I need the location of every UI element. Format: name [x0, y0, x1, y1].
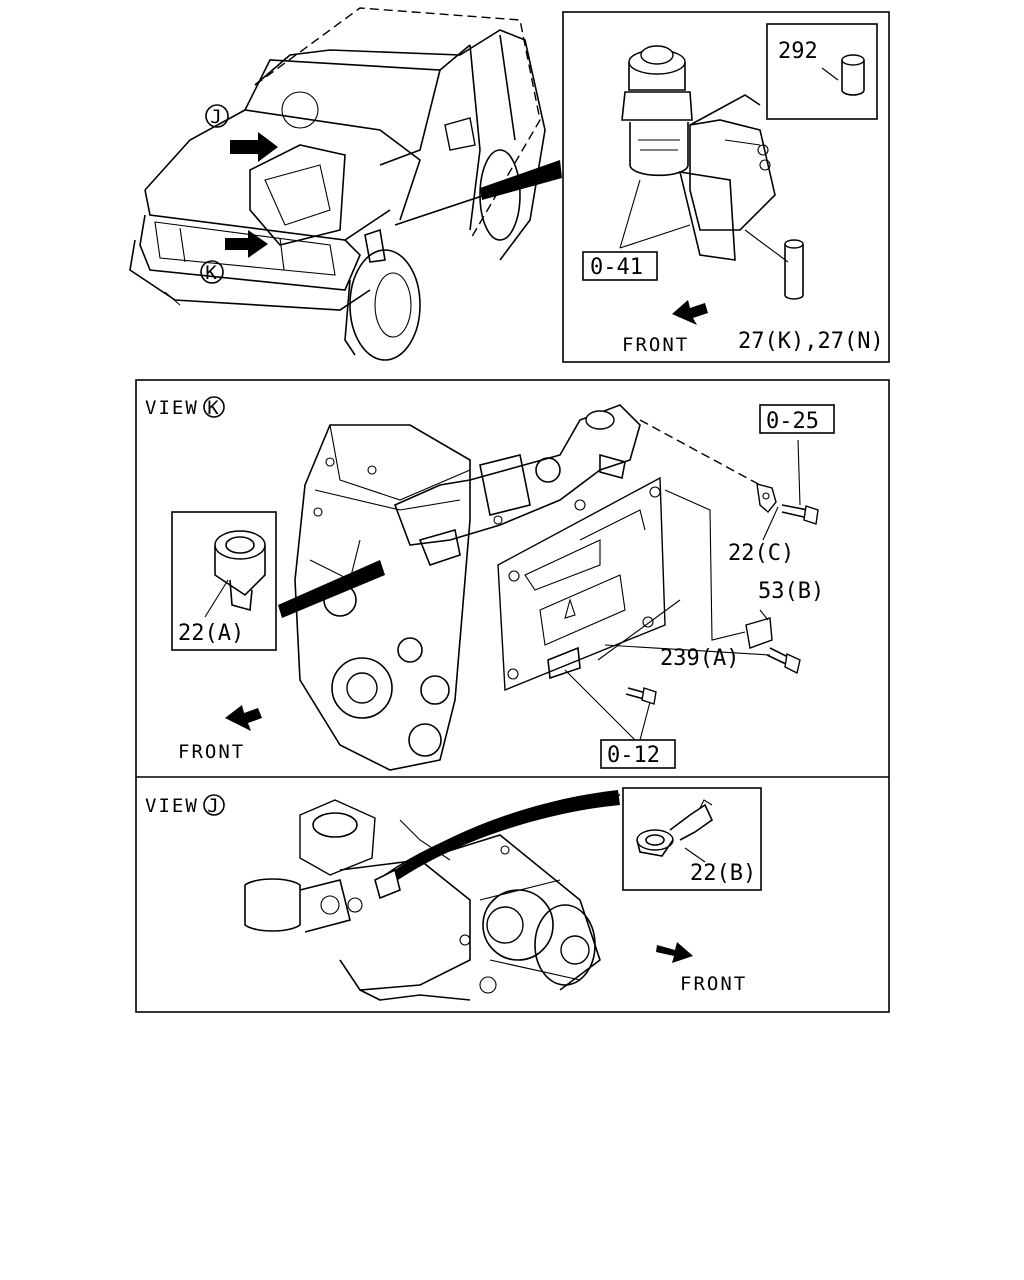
front-label-top: FRONT: [622, 334, 689, 356]
inset-22b-box: [622, 787, 762, 891]
clip-22a: [214, 530, 266, 612]
clip-22c: [756, 483, 777, 514]
egr-pipe: [393, 404, 641, 566]
part-22c-label: 22(C): [728, 541, 794, 566]
circled-letter-icon: [203, 794, 225, 816]
circled-letter-icon: [205, 104, 229, 128]
view-k-title: VIEW: [145, 397, 199, 419]
hose-27: [784, 239, 804, 300]
view-arrow-icon: [225, 230, 268, 258]
sleeve-part-292: [841, 54, 865, 96]
bolt-239a: [766, 647, 801, 675]
clip-53b: [745, 617, 773, 649]
view-arrow-icon: [230, 132, 278, 162]
part-0-41-label: 0-41: [590, 255, 643, 280]
vehicle-illustration: J K: [129, 7, 562, 361]
view-j-marker: J: [207, 795, 220, 817]
part-27-label: 27(K),27(N): [738, 329, 884, 354]
part-0-12-label: 0-12: [607, 743, 660, 768]
egr-valve-assembly: [621, 45, 776, 261]
part-53b-label: 53(B): [758, 579, 824, 604]
circled-letter-icon: [203, 396, 225, 418]
part-22a-label: 22(A): [178, 621, 244, 646]
clip-22b: [636, 799, 714, 857]
part-239a-label: 239(A): [660, 646, 739, 671]
part-292-box: [766, 23, 878, 120]
front-label-view-k: FRONT: [178, 741, 245, 763]
bolt-0-25: [781, 504, 819, 525]
front-arrow-icon: [225, 705, 262, 731]
inset-22a-box: [171, 511, 277, 651]
front-arrow-icon: [656, 942, 693, 963]
marker-k: K: [200, 260, 224, 284]
engine-housing-j: [244, 799, 601, 1001]
front-arrow-icon: [672, 300, 708, 325]
circled-letter-icon: [200, 260, 224, 284]
bolt-small: [625, 687, 657, 705]
part-292-label: 292: [778, 39, 818, 64]
detail-panel-top: 292: [562, 11, 890, 363]
front-label-view-j: FRONT: [680, 973, 747, 995]
part-22b-label: 22(B): [690, 861, 756, 886]
view-j-title: VIEW: [145, 795, 199, 817]
svg-text:J: J: [210, 106, 223, 128]
svg-text:K: K: [205, 262, 218, 284]
engine-front-cover: [294, 424, 471, 771]
marker-j: J: [205, 104, 229, 128]
view-k-marker: K: [207, 397, 220, 419]
view-k-panel: VIEW K: [135, 379, 890, 1013]
heat-shield-plate: [497, 476, 666, 692]
part-0-25-label: 0-25: [766, 409, 819, 434]
view-j-panel: VIEW J: [145, 787, 762, 1001]
